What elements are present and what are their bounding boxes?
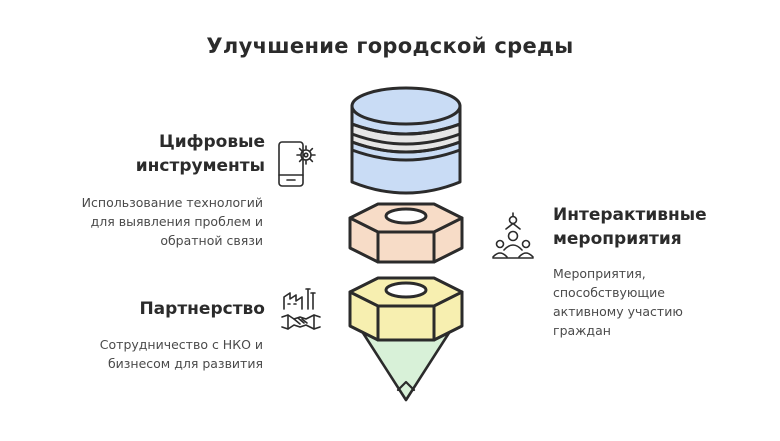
bottom-hex-nut (348, 276, 464, 342)
digital-tools-desc-line2: для выявления проблем и (90, 214, 263, 229)
digital-tools-description: Использование технологий для выявления п… (40, 193, 263, 250)
interactive-events-desc-line1: Мероприятия, (553, 266, 646, 281)
handshake-factory-icon (281, 288, 321, 330)
digital-tools-heading: Цифровые инструменты (90, 130, 265, 178)
interactive-events-desc-line2: способствующие (553, 285, 665, 300)
interactive-events-heading: Интерактивные мероприятия (553, 203, 753, 251)
digital-tools-heading-line1: Цифровые (158, 132, 265, 152)
partnership-desc-line1: Сотрудничество с НКО и (99, 337, 263, 352)
pencil-tower-illustration (348, 86, 464, 402)
middle-hex-nut (348, 202, 464, 264)
interactive-events-heading-line1: Интерактивные (553, 205, 707, 225)
digital-tools-heading-line2: инструменты (135, 156, 265, 176)
phone-gear-icon (278, 141, 316, 187)
digital-tools-desc-line3: обратной связи (160, 233, 263, 248)
interactive-events-heading-line2: мероприятия (553, 229, 682, 249)
interactive-events-desc-line3: активному участию (553, 304, 683, 319)
interactive-events-description: Мероприятия, способствующие активному уч… (553, 264, 733, 340)
people-network-icon (492, 212, 534, 259)
interactive-events-desc-line4: граждан (553, 323, 611, 338)
top-cylinder (350, 86, 462, 195)
partnership-heading: Партнерство (139, 299, 265, 319)
partnership-desc-line2: бизнесом для развития (107, 356, 263, 371)
page-title: Улучшение городской среды (206, 34, 574, 58)
digital-tools-desc-line1: Использование технологий (81, 195, 263, 210)
partnership-description: Сотрудничество с НКО и бизнесом для разв… (40, 335, 263, 373)
